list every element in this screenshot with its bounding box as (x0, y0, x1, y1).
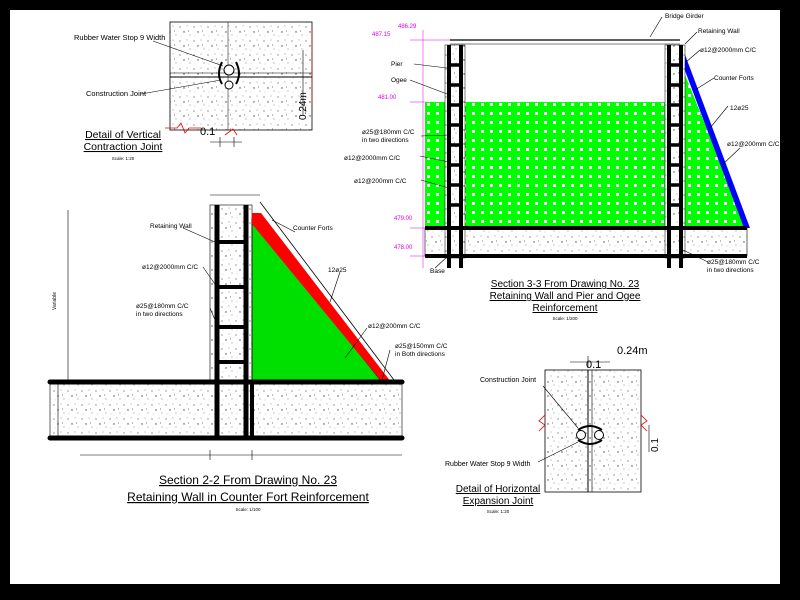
cad-drawing: Rubber Water Stop 9 Width Construction J… (47, 13, 780, 514)
hj-waterstop-label: Rubber Water Stop 9 Width (445, 461, 530, 468)
hj-title-line2: Expansion Joint (463, 496, 534, 507)
hj-title-line1: Detail of Horizontal (456, 484, 540, 495)
horizontal-joint-detail: Construction Joint Rubber Water Stop 9 W… (445, 345, 661, 514)
s22-red-band (252, 213, 391, 382)
s33-12-200-right-label: ø12@200mm C/C (727, 141, 780, 148)
s33-scale: Scale: 1/200 (552, 316, 578, 321)
s33-level-2: 487.15 (372, 32, 391, 38)
s33-12-2000-top-label: ø12@2000mm C/C (700, 47, 756, 54)
vj-dim-height: 0.24m (298, 92, 309, 120)
s33-12-200-left: ø12@200mm C/C (354, 178, 407, 185)
vj-waterstop-label: Rubber Water Stop 9 Width (74, 33, 165, 42)
hj-scale: Scale: 1:20 (487, 509, 510, 514)
s33-retaining-wall-label: Retaining Wall (698, 28, 740, 35)
s33-blue-band (678, 52, 750, 228)
vj-waterstop (218, 61, 240, 85)
s33-pier-label: Pier (391, 61, 403, 68)
s22-25-150-label-1: ø25@150mm C/C (395, 343, 448, 350)
s33-level-1: 486.29 (398, 24, 417, 30)
s33-25-180-right-1: ø25@180mm C/C (707, 259, 760, 266)
hj-waterstop (577, 425, 603, 445)
s22-25-180-label-2: in two directions (136, 311, 183, 318)
s22-base-slab (49, 381, 403, 439)
vj-dim-width: 0.1 (200, 126, 215, 138)
s33-title-line2: Retaining Wall and Pier and Ogee (490, 291, 641, 302)
s22-12-200-label: ø12@200mm C/C (368, 323, 421, 330)
s22-retaining-wall-label: Retaining Wall (150, 223, 192, 230)
vj-title-line2: Contraction Joint (84, 141, 163, 153)
hj-dim-top: 0.24m (617, 345, 648, 357)
s22-counter-forts-label: Counter Forts (293, 225, 333, 232)
s33-counter-forts-label: Counter Forts (714, 75, 754, 82)
s22-12-2000-label: ø12@2000mm C/C (142, 264, 198, 271)
s33-bridge-girder-label: Bridge Girder (665, 13, 704, 20)
s22-scale: Scale: 1/100 (235, 507, 261, 512)
s33-25-180-left-1: ø25@180mm C/C (362, 129, 415, 136)
vj-scale: Scale: 1:20 (112, 156, 135, 161)
s22-title-line2: Retaining Wall in Counter Fort Reinforce… (127, 490, 369, 504)
s33-25-180-right-2: in two directions (707, 267, 754, 274)
s33-base (424, 227, 748, 257)
s33-title-line1: Section 3-3 From Drawing No. 23 (491, 279, 640, 290)
vertical-joint-detail: Rubber Water Stop 9 Width Construction J… (74, 21, 313, 161)
drawing-sheet: Rubber Water Stop 9 Width Construction J… (10, 10, 780, 584)
hj-concrete-block (544, 369, 642, 493)
vj-joint-label: Construction Joint (86, 89, 147, 98)
s33-level-5: 478.00 (394, 245, 413, 251)
s33-level-4: 479.00 (394, 216, 413, 222)
s22-25-150-label-2: in Both directions (395, 351, 446, 358)
s33-title-line3: Reinforcement (532, 303, 597, 314)
s33-bar-12x25-label: 12ø25 (730, 105, 749, 112)
s22-title-line1: Section 2-2 From Drawing No. 23 (159, 473, 337, 487)
s22-bar-12x25-label: 12ø25 (328, 267, 347, 274)
s33-ogee-label: Ogee (391, 77, 407, 84)
s33-25-180-left-2: in two directions (362, 137, 409, 144)
section-2-2: Variable Retaining Wall Counter Forts 12… (47, 194, 448, 512)
s33-level-3: 481.00 (378, 95, 397, 101)
s33-base-label: Base (430, 268, 445, 275)
vj-concrete-block (169, 21, 313, 131)
hj-dim-side: 0.1 (650, 438, 661, 452)
hj-dim-width: 0.1 (586, 359, 601, 371)
s33-12-2000-left: ø12@2000mm C/C (344, 155, 400, 162)
vj-title-line1: Detail of Vertical (85, 129, 161, 141)
s22-height-label: Variable (52, 292, 58, 310)
s22-25-180-label-1: ø25@180mm C/C (136, 303, 189, 310)
section-3-3: 486.29 487.15 481.00 479.00 478.00 Bridg… (344, 13, 780, 321)
hj-joint-label: Construction Joint (480, 377, 536, 384)
s33-green-area (425, 102, 675, 228)
